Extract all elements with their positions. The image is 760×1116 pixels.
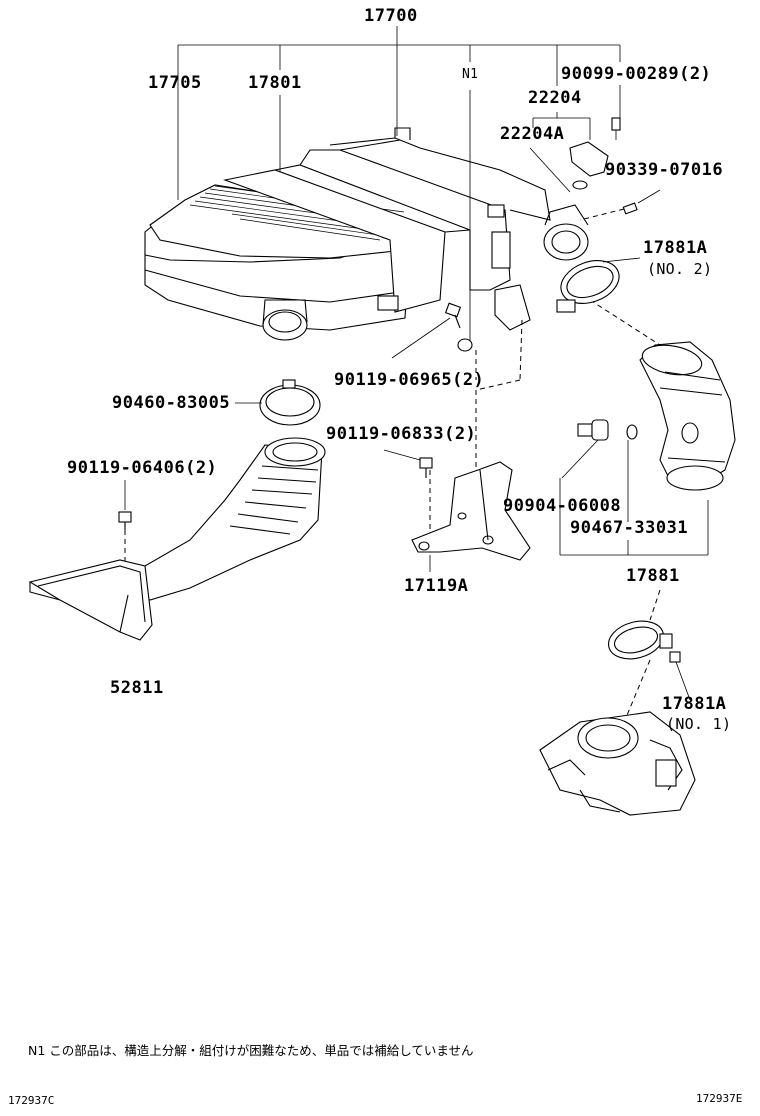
sensor-90904 (561, 419, 638, 522)
bracket-17881 (559, 478, 709, 556)
label-90339-07016: 90339-07016 (605, 160, 724, 180)
clamp-90460-83005 (235, 379, 321, 426)
label-n1: N1 (462, 67, 479, 82)
footnote: N1 この部品は、構造上分解・組付けが困難なため、単品では補給していません (28, 1043, 474, 1058)
label-90119-06833: 90119-06833(2) (326, 424, 477, 444)
label-17881: 17881 (626, 566, 680, 586)
label-17801: 17801 (248, 73, 302, 93)
air-cleaner-assembly (144, 117, 661, 341)
label-90119-06965: 90119-06965(2) (334, 370, 485, 390)
label-no2: (NO. 2) (647, 260, 713, 278)
throttle-body (539, 711, 696, 816)
label-no1: (NO. 1) (666, 715, 732, 733)
bolt-90119-06406 (118, 480, 132, 530)
label-17705: 17705 (148, 73, 202, 93)
label-17700: 17700 (364, 6, 418, 26)
label-52811: 52811 (110, 678, 164, 698)
bracket-17119a (411, 461, 531, 572)
bolt-90119-06833 (383, 449, 433, 478)
label-22204a: 22204A (500, 124, 565, 144)
label-90460-83005: 90460-83005 (112, 393, 231, 413)
bracket-17700 (177, 26, 621, 345)
label-17119a: 17119A (404, 576, 469, 596)
label-22204: 22204 (528, 88, 582, 108)
label-17881a-bottom: 17881A (662, 694, 727, 714)
label-90904-06008: 90904-06008 (503, 496, 622, 516)
label-17881a-top: 17881A (643, 238, 708, 258)
intake-hose (127, 437, 326, 601)
hose-17881 (639, 341, 736, 491)
duct-52811 (28, 559, 153, 641)
label-90099-00289: 90099-00289(2) (561, 64, 712, 84)
label-90467-33031: 90467-33031 (570, 518, 689, 538)
drawing-code-right: 172937E (696, 1092, 743, 1105)
clamp-17881a-no2 (556, 257, 641, 313)
bolt-90119-06965 (391, 302, 473, 359)
clamp-17881a-no1 (608, 620, 691, 701)
drawing-code-left: 172937C (8, 1094, 55, 1107)
label-90119-06406: 90119-06406(2) (67, 458, 218, 478)
